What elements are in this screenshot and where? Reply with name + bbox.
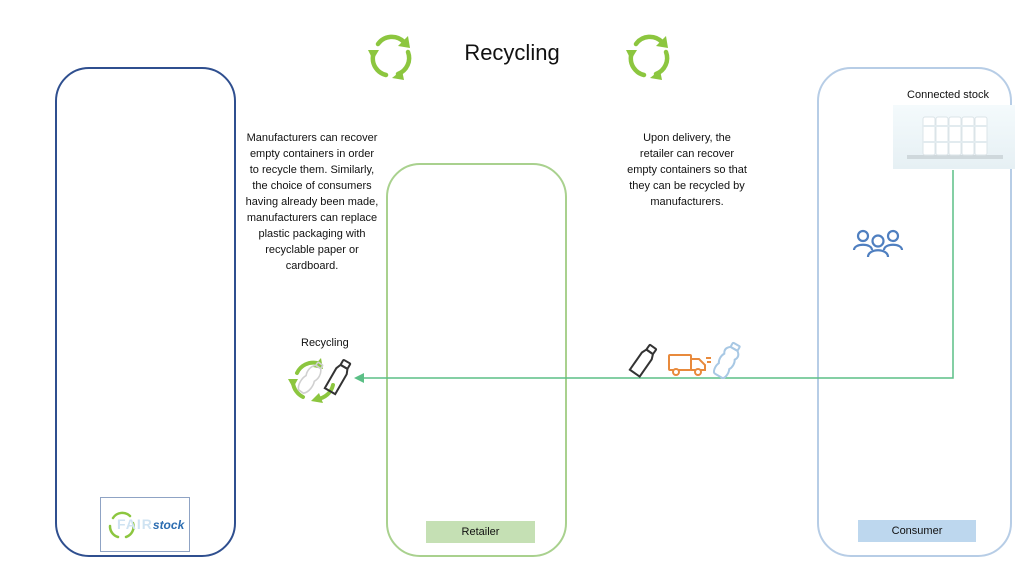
consumers-group-icon [852,229,904,258]
fairstock-logo: FAIRstock [100,497,190,552]
bottle-icon [628,344,657,378]
shelf-image [893,105,1015,169]
connected-stock-label: Connected stock [907,89,989,101]
recycle-arrows-icon [626,34,670,80]
retailer-lane [386,163,567,557]
recycle-arrows-icon [288,358,352,403]
retailer-label: Retailer [426,521,535,543]
recycle-arrows-icon [368,34,412,80]
page-title: Recycling [464,40,560,65]
delivery-truck-icon [668,354,711,376]
logo-text-stock: stock [152,518,185,532]
bottle-icon [713,341,741,379]
logo-recycle-icon [108,511,135,539]
logo-text-fair: FAIR [117,516,153,532]
recycling-label: Recycling [301,337,349,349]
retailer-description: Upon delivery, the retailer can recover … [627,132,747,208]
manufacturer-lane [55,67,236,557]
consumer-lane [817,67,1012,557]
consumer-label: Consumer [858,520,976,542]
manufacturer-description: Manufacturers can recover empty containe… [245,132,379,272]
